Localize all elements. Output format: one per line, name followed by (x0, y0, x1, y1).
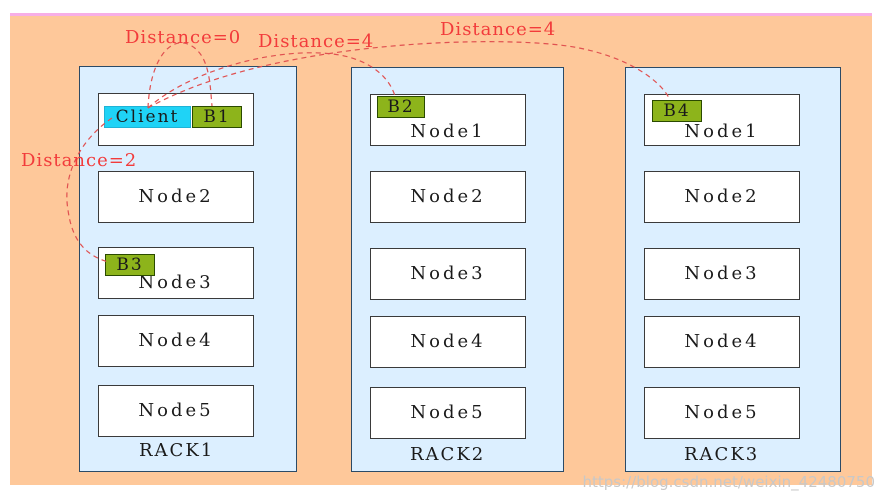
distance-label-4-rack2: Distance=4 (258, 31, 375, 52)
rack3-node5: Node5 (644, 387, 800, 439)
rack3-node4: Node4 (644, 316, 800, 368)
block-b4: B4 (652, 100, 702, 122)
rack3-node2: Node2 (644, 171, 800, 223)
rack3-node3: Node3 (644, 248, 800, 300)
rack1-node4: Node4 (98, 315, 254, 367)
watermark: https://blog.csdn.net/weixin_42480750 (582, 473, 875, 491)
client-tag: Client (104, 106, 191, 128)
rack1-label: RACK1 (139, 440, 215, 461)
rack1-node5: Node5 (98, 385, 254, 437)
distance-label-0: Distance=0 (125, 27, 242, 48)
block-b3: B3 (105, 254, 155, 276)
block-b2: B2 (377, 96, 425, 118)
rack3-label: RACK3 (684, 444, 760, 465)
rack2-node4: Node4 (370, 316, 526, 368)
rack1-node2: Node2 (98, 171, 254, 223)
rack2-node2: Node2 (370, 171, 526, 223)
rack2-node3: Node3 (370, 248, 526, 300)
distance-label-2: Distance=2 (21, 150, 138, 171)
rack2-label: RACK2 (410, 444, 486, 465)
block-b1: B1 (192, 106, 242, 128)
distance-label-4-rack3: Distance=4 (440, 19, 557, 40)
rack2-node5: Node5 (370, 387, 526, 439)
